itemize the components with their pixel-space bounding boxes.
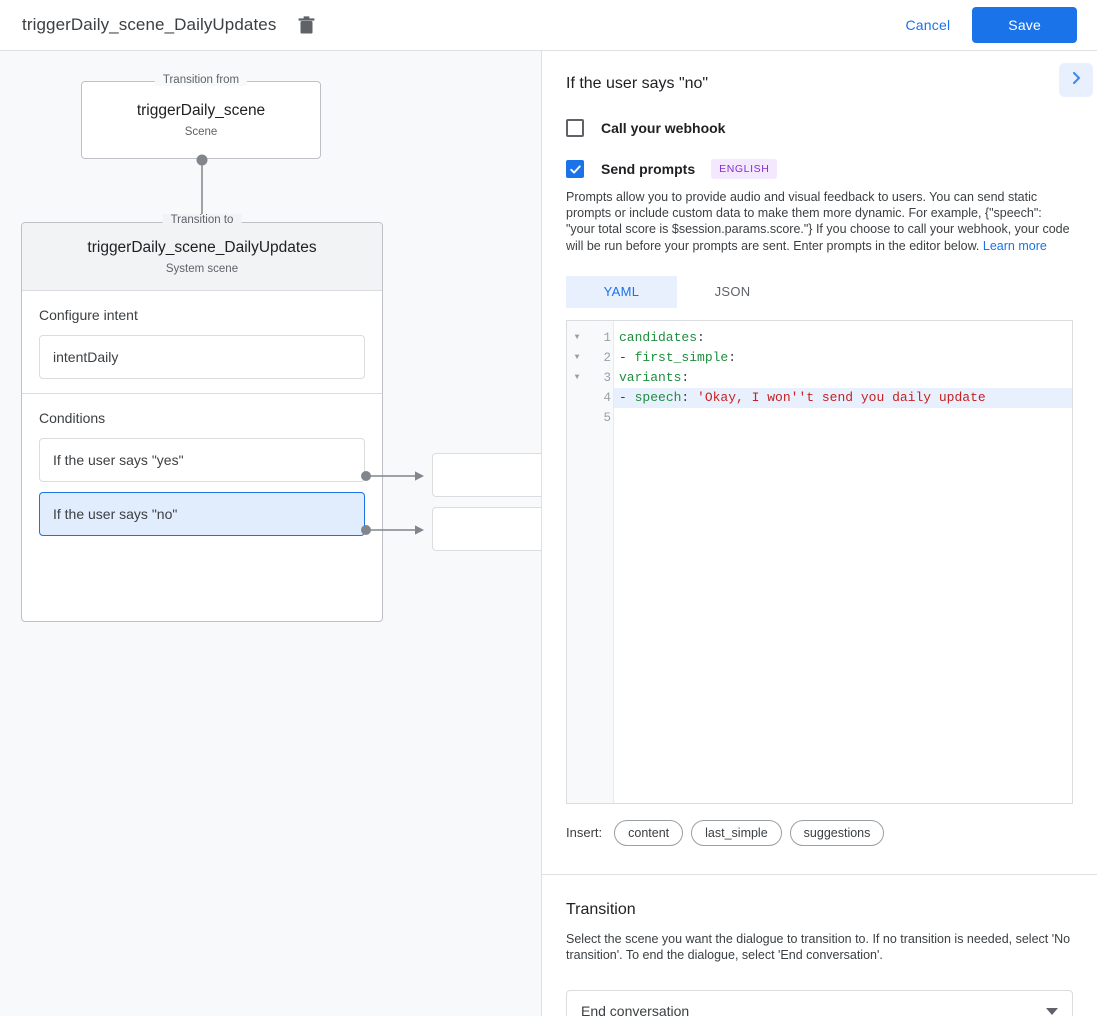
insert-label: Insert: xyxy=(566,825,603,841)
conditions-section: Conditions If the user says "yes" If the… xyxy=(22,393,382,550)
gutter-row: 4 xyxy=(567,388,613,408)
prompt-code-editor[interactable]: ▼ 1 ▼ 2 ▼ 3 4 5 xyxy=(566,319,1073,804)
code-key: speech xyxy=(634,389,682,405)
webhook-row[interactable]: Call your webhook xyxy=(566,119,1073,137)
expand-panel-button[interactable] xyxy=(1059,63,1093,97)
code-punct: : xyxy=(681,369,690,385)
code-key: candidates xyxy=(619,329,698,345)
prompts-description: Prompts allow you to provide audio and v… xyxy=(566,189,1073,254)
condition-item-no[interactable]: If the user says "no" xyxy=(39,492,365,536)
gutter-row: ▼ 3 xyxy=(567,368,613,388)
editor-code-area[interactable]: candidates: - first_simple: variants: - … xyxy=(614,321,1072,803)
node-legend-transition-to: Transition to xyxy=(162,214,242,226)
conditions-label: Conditions xyxy=(39,410,106,426)
send-prompts-label: Send prompts xyxy=(601,161,696,177)
panel-title: If the user says "no" xyxy=(566,75,709,92)
stub-node-no-target[interactable] xyxy=(432,507,541,551)
node-legend-transition-from: Transition from xyxy=(154,74,248,86)
code-line-highlighted: - speech: 'Okay, I won''t send you daily… xyxy=(614,387,1072,408)
configure-intent-label: Configure intent xyxy=(39,307,138,323)
fold-triangle-icon[interactable]: ▼ xyxy=(574,373,580,383)
line-number: 1 xyxy=(603,330,611,345)
prompts-description-text: Prompts allow you to provide audio and v… xyxy=(566,190,1070,253)
tab-yaml[interactable]: YAML xyxy=(566,275,677,308)
trash-icon xyxy=(298,15,315,35)
editor-gutter: ▼ 1 ▼ 2 ▼ 3 4 5 xyxy=(567,320,614,803)
intent-field[interactable]: intentDaily xyxy=(39,335,365,379)
checkmark-icon xyxy=(569,164,581,174)
code-line: - first_simple: xyxy=(614,348,1072,368)
gutter-row: ▼ 1 xyxy=(567,328,613,348)
code-key: variants xyxy=(619,369,682,385)
topbar-actions: Cancel Save xyxy=(890,7,1097,43)
node-transition-to[interactable]: Transition to triggerDaily_scene_DailyUp… xyxy=(21,214,383,622)
panel-header: If the user says "no" xyxy=(542,51,1097,97)
tab-json[interactable]: JSON xyxy=(714,284,751,300)
code-key: first_simple xyxy=(634,349,729,365)
editor-format-tabs: YAML JSON xyxy=(566,275,1073,308)
from-node-subtitle: Scene xyxy=(184,126,218,138)
line-number: 2 xyxy=(603,350,611,365)
webhook-checkbox[interactable] xyxy=(566,119,584,137)
chevron-right-icon xyxy=(1068,70,1084,91)
code-string: 'Okay, I won''t send you daily update xyxy=(697,389,986,405)
code-punct: : xyxy=(681,389,698,405)
gutter-row: ▼ 2 xyxy=(567,348,613,368)
stub-node-yes-target[interactable] xyxy=(432,453,541,497)
save-button[interactable]: Save xyxy=(972,7,1077,43)
fold-triangle-icon[interactable]: ▼ xyxy=(574,353,580,363)
insert-chip-last-simple[interactable]: last_simple xyxy=(691,819,782,846)
send-prompts-checkbox[interactable] xyxy=(566,160,584,178)
code-indent: - xyxy=(619,349,635,365)
learn-more-link[interactable]: Learn more xyxy=(982,238,1047,253)
line-number: 5 xyxy=(603,410,611,425)
language-badge: ENGLISH xyxy=(711,159,778,179)
top-app-bar: triggerDaily_scene_DailyUpdates Cancel S… xyxy=(0,0,1097,51)
cancel-button[interactable]: Cancel xyxy=(890,8,967,42)
flow-canvas[interactable]: Transition from triggerDaily_scene Scene… xyxy=(0,51,542,1016)
to-node-title: triggerDaily_scene_DailyUpdates xyxy=(87,238,317,256)
details-panel: If the user says "no" Call your webhook … xyxy=(542,51,1097,1016)
transition-select-value: End conversation xyxy=(581,1002,690,1016)
transition-title: Transition xyxy=(566,900,636,918)
line-number: 4 xyxy=(603,390,611,405)
fold-triangle-icon[interactable]: ▼ xyxy=(574,333,580,343)
panel-divider xyxy=(542,873,1097,875)
configure-intent-section: Configure intent intentDaily xyxy=(22,291,382,393)
transition-description: Select the scene you want the dialogue t… xyxy=(566,931,1071,963)
webhook-label: Call your webhook xyxy=(601,120,726,136)
gutter-row: 5 xyxy=(567,408,613,428)
node-transition-from[interactable]: Transition from triggerDaily_scene Scene xyxy=(81,74,321,159)
to-node-subtitle: System scene xyxy=(165,262,239,275)
code-line xyxy=(614,408,1072,428)
to-node-header[interactable]: Transition to triggerDaily_scene_DailyUp… xyxy=(22,214,382,291)
code-line: candidates: xyxy=(614,328,1072,348)
code-punct: : xyxy=(728,349,737,365)
chevron-down-icon xyxy=(1046,1003,1058,1016)
page-title: triggerDaily_scene_DailyUpdates xyxy=(22,15,277,34)
insert-chip-suggestions[interactable]: suggestions xyxy=(789,819,885,846)
panel-body: Call your webhook Send prompts ENGLISH P… xyxy=(542,119,1097,846)
line-number: 3 xyxy=(603,370,611,385)
condition-item-yes[interactable]: If the user says "yes" xyxy=(39,438,365,482)
from-node-title: triggerDaily_scene xyxy=(136,102,266,119)
code-indent: - xyxy=(619,389,635,405)
delete-button[interactable] xyxy=(292,11,320,39)
code-line: variants: xyxy=(614,368,1072,388)
insert-chip-content[interactable]: content xyxy=(614,819,684,846)
prompts-row[interactable]: Send prompts ENGLISH xyxy=(566,159,1073,179)
transition-select[interactable]: End conversation xyxy=(566,989,1073,1016)
transition-section: Transition Select the scene you want the… xyxy=(542,875,1097,1016)
insert-chips-row: Insert: content last_simple suggestions xyxy=(566,819,1073,846)
code-punct: : xyxy=(697,329,705,345)
